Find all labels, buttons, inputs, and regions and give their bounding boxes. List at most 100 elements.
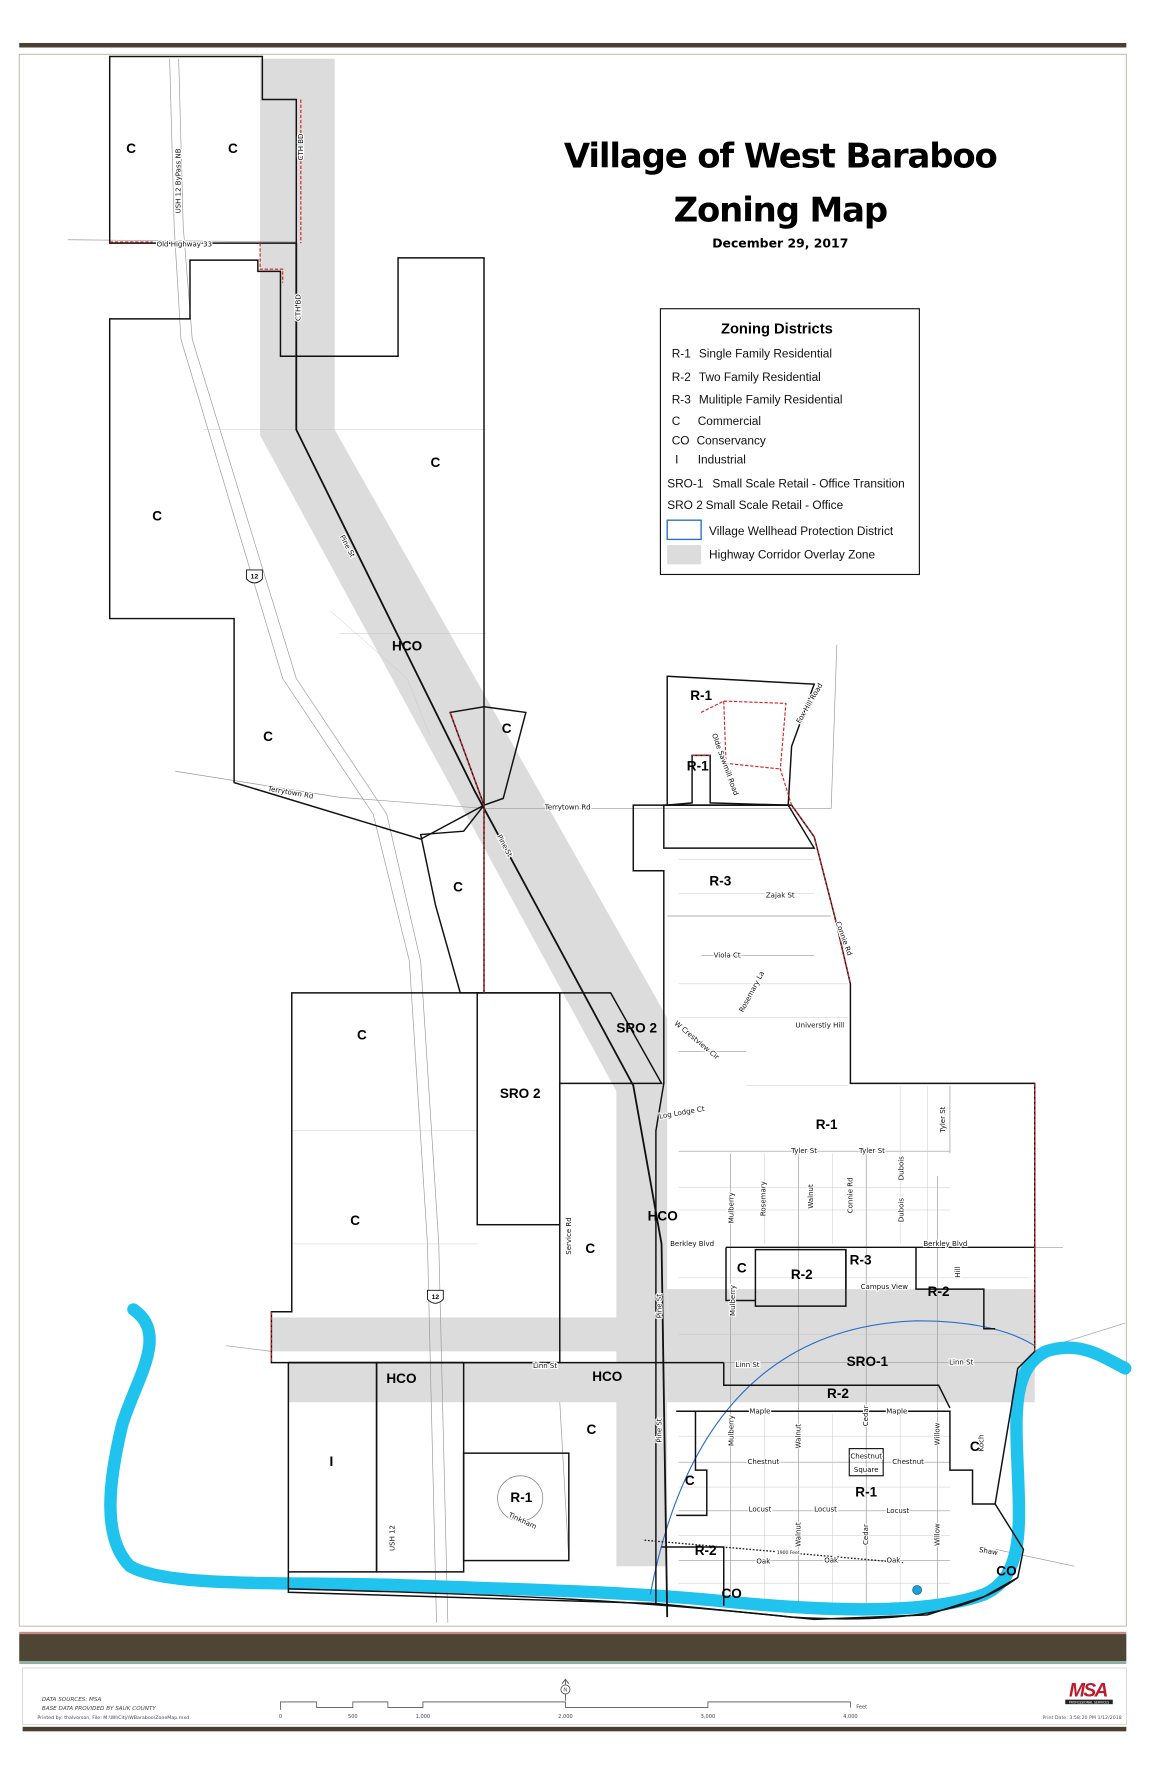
street-label-tyler-st: Tyler St xyxy=(938,1106,947,1133)
north-arrow-icon xyxy=(560,1678,571,1701)
printed-by: Printed by: thalvorson, File: M:\WI\City… xyxy=(37,1715,189,1721)
legend-code: R-1 xyxy=(672,346,692,360)
scale-bar xyxy=(280,1701,851,1710)
street-label-walnut: Walnut xyxy=(793,1424,802,1449)
street-label-willow: Willow xyxy=(932,1523,941,1546)
legend-code: C xyxy=(672,414,681,428)
zone-label-hco: HCO xyxy=(392,638,422,653)
legend-description: Two Family Residential xyxy=(699,370,821,384)
zone-label-co: CO xyxy=(996,1563,1016,1578)
street-label-universtiy-hill: Universtiy Hill xyxy=(796,1021,845,1030)
street-label-walnut: Walnut xyxy=(793,1522,802,1547)
legend: Zoning Districts R-1 Single Family Reside… xyxy=(659,308,920,576)
street-label-linn-st: Linn St xyxy=(735,1360,759,1369)
legend-heading: Zoning Districts xyxy=(721,322,833,338)
street-label-cedar: Cedar xyxy=(861,1405,870,1426)
street-label-cedar: Cedar xyxy=(861,1524,870,1545)
legend-description: Industrial xyxy=(698,453,746,467)
zoning-boundaries xyxy=(108,55,1036,1621)
street-label-locust: Locust xyxy=(749,1505,772,1514)
zone-label-sro-2: SRO 2 xyxy=(616,1021,657,1036)
scale-tick: 0 xyxy=(279,1714,282,1720)
street-label-maple: Maple xyxy=(749,1406,770,1415)
zone-label-c: C xyxy=(350,1213,360,1228)
street-label-zajak-st: Zajak St xyxy=(766,891,795,900)
scale-tick: 2,000 xyxy=(558,1714,573,1720)
zone-label-r-2: R-2 xyxy=(791,1267,813,1282)
print-date: Print Date: 3:58:20 PM 1/12/2018 xyxy=(1043,1715,1122,1721)
street-label-oak: Oak xyxy=(824,1556,839,1565)
street-label-willow: Willow xyxy=(932,1422,941,1445)
street-label-tyler-st: Tyler St xyxy=(858,1146,885,1155)
baraboo-river xyxy=(104,1303,1132,1616)
zone-label-c: C xyxy=(453,879,463,894)
street-label-locust: Locust xyxy=(814,1505,837,1514)
street-label-chestnut: Chestnut xyxy=(892,1457,924,1466)
street-label-berkley-blvd: Berkley Blvd xyxy=(670,1239,714,1248)
street-label-chestnut: Chestnut xyxy=(850,1452,882,1461)
street-label-chestnut: Chestnut xyxy=(748,1457,780,1466)
street-label-hill: Hill xyxy=(953,1267,962,1278)
street-label-koch: Koch xyxy=(977,1435,986,1452)
zone-label-c: C xyxy=(430,455,440,470)
street-label-locust: Locust xyxy=(887,1506,910,1515)
legend-code: CO xyxy=(672,433,690,447)
scale-tick: 1,000 xyxy=(416,1714,431,1720)
street-label-pine-st: Pine St xyxy=(654,1418,663,1442)
legend-description: Conservancy xyxy=(697,433,766,447)
data-sources: DATA SOURCES: MSA xyxy=(42,1697,102,1703)
zone-label-sro-2: SRO 2 xyxy=(500,1086,541,1101)
legend-description: Mulitiple Family Residential xyxy=(699,393,843,407)
zone-label-r-2: R-2 xyxy=(695,1543,717,1558)
street-label-mulberry: Mulberry xyxy=(727,1415,736,1446)
zone-label-c: C xyxy=(587,1422,597,1437)
street-label-oak: Oak xyxy=(756,1557,771,1566)
scale-tick: 4,000 xyxy=(843,1714,858,1720)
zone-label-co: CO xyxy=(721,1586,741,1601)
street-label-viola-ct: Viola Ct xyxy=(714,951,741,960)
street-label-linn-st: Linn St xyxy=(533,1361,557,1370)
us-highway-12-shield: 12 xyxy=(246,569,263,584)
street-label-tyler-st: Tyler St xyxy=(790,1146,817,1155)
street-label-walnut: Walnut xyxy=(806,1184,815,1209)
zone-label-c: C xyxy=(585,1241,595,1256)
zone-label-c: C xyxy=(357,1027,367,1042)
top-frame-bar xyxy=(19,42,1127,48)
chestnut-square-outline xyxy=(848,1448,884,1477)
legend-swatch-corridor xyxy=(667,545,702,565)
legend-code: R-3 xyxy=(672,393,692,407)
legend-code: I xyxy=(675,453,678,467)
street-label-oak: Oak xyxy=(886,1556,901,1565)
legend-code: R-2 xyxy=(672,370,691,384)
zone-label-c: C xyxy=(970,1439,980,1454)
footer: DATA SOURCES: MSA BASE DATA PROVIDED BY … xyxy=(19,1631,1127,1732)
north-label: N xyxy=(563,1688,567,1694)
well-icon xyxy=(912,1585,922,1595)
street-label-dubois: Dubois xyxy=(896,1156,905,1180)
map-date: December 29, 2017 xyxy=(712,236,848,251)
legend-description: Single Family Residential xyxy=(699,346,832,360)
street-label-old-highway-33: Old Highway 33 xyxy=(157,239,213,248)
scale-tick: 500 xyxy=(348,1714,358,1720)
legend-label-corridor: Highway Corridor Overlay Zone xyxy=(709,548,875,562)
street-label-linn-st: Linn St xyxy=(949,1358,973,1367)
zone-label-r-2: R-2 xyxy=(827,1386,849,1401)
zone-label-r-3: R-3 xyxy=(709,874,731,889)
street-label-dubois: Dubois xyxy=(896,1198,905,1222)
street-label-mulberry: Mulberry xyxy=(728,1285,737,1316)
map-subtitle: Zoning Map xyxy=(674,191,887,230)
annexation-lines xyxy=(109,99,1036,1363)
zone-label-c: C xyxy=(737,1260,747,1275)
street-label-berkley-blvd: Berkley Blvd xyxy=(923,1239,967,1248)
street-label-maple: Maple xyxy=(886,1406,907,1415)
zone-label-sro-1: SRO-1 xyxy=(847,1354,889,1369)
us-highway-12-shield: 12 xyxy=(427,1289,444,1304)
street-label-connie-rd: Connie Rd xyxy=(845,1177,854,1213)
parcel-lines xyxy=(203,429,1030,1606)
zone-label-r-3: R-3 xyxy=(850,1252,872,1267)
zone-label-r-1: R-1 xyxy=(510,1490,532,1505)
zone-label-r-1: R-1 xyxy=(687,758,709,773)
shield-label: 12 xyxy=(251,574,259,581)
zone-label-c: C xyxy=(152,508,162,523)
